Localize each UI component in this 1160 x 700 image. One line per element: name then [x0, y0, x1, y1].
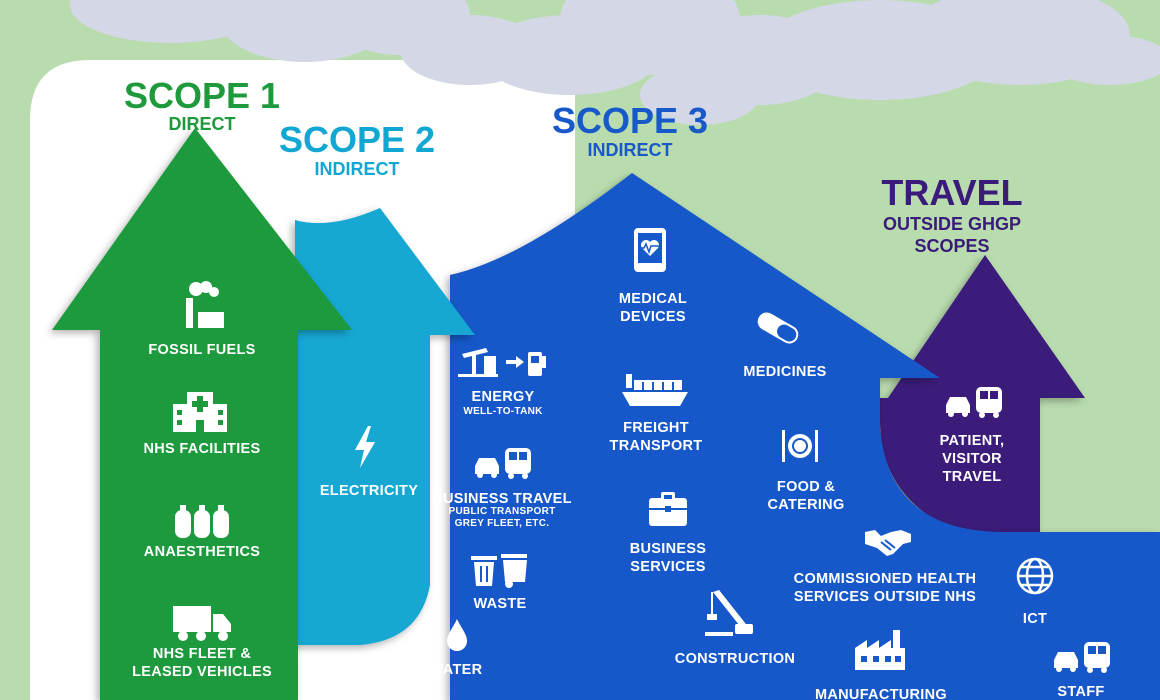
item-freight-line1: FREIGHT: [623, 420, 689, 436]
globe-icon: [1015, 556, 1055, 596]
scope3-subtitle: INDIRECT: [587, 140, 673, 160]
ship-icon: [620, 372, 690, 408]
item-commissioned-line1: COMMISSIONED HEALTH: [793, 571, 977, 587]
item-medical-devices-line1: MEDICAL: [618, 291, 688, 307]
water-drop-icon: [445, 618, 469, 652]
item-business-travel-sub2: GREY FLEET, ETC.: [454, 518, 550, 529]
tablet-heart-icon: [632, 226, 668, 274]
travel-subtitle: OUTSIDE GHGP: [882, 214, 1022, 234]
gas-cylinders-icon: [173, 504, 231, 538]
item-ict: ICT: [1022, 611, 1048, 627]
item-energy-sub: WELL-TO-TANK: [463, 406, 543, 417]
car-train-icon: [1052, 640, 1112, 674]
scope1-title: SCOPE 1: [123, 75, 281, 116]
factory-icon: [178, 280, 226, 330]
bins-icon: [469, 548, 531, 588]
car-train-icon: [944, 385, 1004, 419]
item-medical-devices-line2: DEVICES: [620, 309, 686, 325]
item-business-services-line2: SERVICES: [630, 559, 706, 575]
item-business-travel: BUSINESS TRAVEL: [432, 491, 572, 507]
scope3-title: SCOPE 3: [551, 100, 709, 141]
briefcase-icon: [647, 490, 689, 528]
item-water: WATER: [429, 662, 483, 678]
travel-subtitle-2: SCOPES: [914, 236, 990, 256]
item-commissioned-line2: SERVICES OUTSIDE NHS: [793, 589, 977, 605]
lightning-icon: [352, 425, 378, 469]
item-patient-line3: TRAVEL: [942, 469, 1002, 485]
item-electricity: ELECTRICITY: [319, 483, 419, 499]
scope1-subtitle: DIRECT: [168, 114, 236, 134]
item-food-line2: CATERING: [767, 497, 845, 513]
clouds: [70, 0, 1160, 125]
car-train-icon: [473, 446, 533, 480]
item-metered-dose: METERED DOSE: [304, 692, 424, 700]
item-business-services-line1: BUSINESS: [629, 541, 707, 557]
item-manufacturing: MANUFACTURING: [815, 687, 947, 700]
item-staff: STAFF: [1057, 684, 1105, 700]
item-food-line1: FOOD &: [776, 479, 836, 495]
crane-icon: [705, 588, 755, 638]
item-medicines: MEDICINES: [743, 364, 827, 380]
truck-icon: [171, 604, 233, 642]
item-nhs-fleet-line1: NHS FLEET &: [152, 646, 252, 662]
item-waste: WASTE: [473, 596, 527, 612]
item-anaesthetics: ANAESTHETICS: [143, 544, 261, 560]
item-freight-line2: TRANSPORT: [609, 438, 703, 454]
factory-icon: [853, 628, 907, 672]
travel-title: TRAVEL: [881, 172, 1023, 213]
plate-cutlery-icon: [780, 428, 820, 464]
item-energy: ENERGY: [471, 389, 535, 405]
inhaler-icon: [373, 645, 415, 685]
hospital-icon: [171, 390, 229, 434]
scope2-subtitle: INDIRECT: [314, 159, 400, 179]
item-business-travel-sub1: PUBLIC TRANSPORT: [448, 506, 556, 517]
item-patient-line2: VISITOR: [942, 451, 1002, 467]
handshake-icon: [863, 528, 913, 558]
item-patient-line1: PATIENT,: [939, 433, 1005, 449]
pill-icon: [753, 310, 803, 346]
item-nhs-facilities: NHS FACILITIES: [143, 441, 261, 457]
item-nhs-fleet-line2: LEASED VEHICLES: [132, 664, 272, 680]
item-construction: CONSTRUCTION: [674, 651, 796, 667]
oil-pump-icon: [456, 346, 548, 378]
scope2-title: SCOPE 2: [278, 119, 436, 160]
item-fossil-fuels: FOSSIL FUELS: [148, 342, 256, 358]
